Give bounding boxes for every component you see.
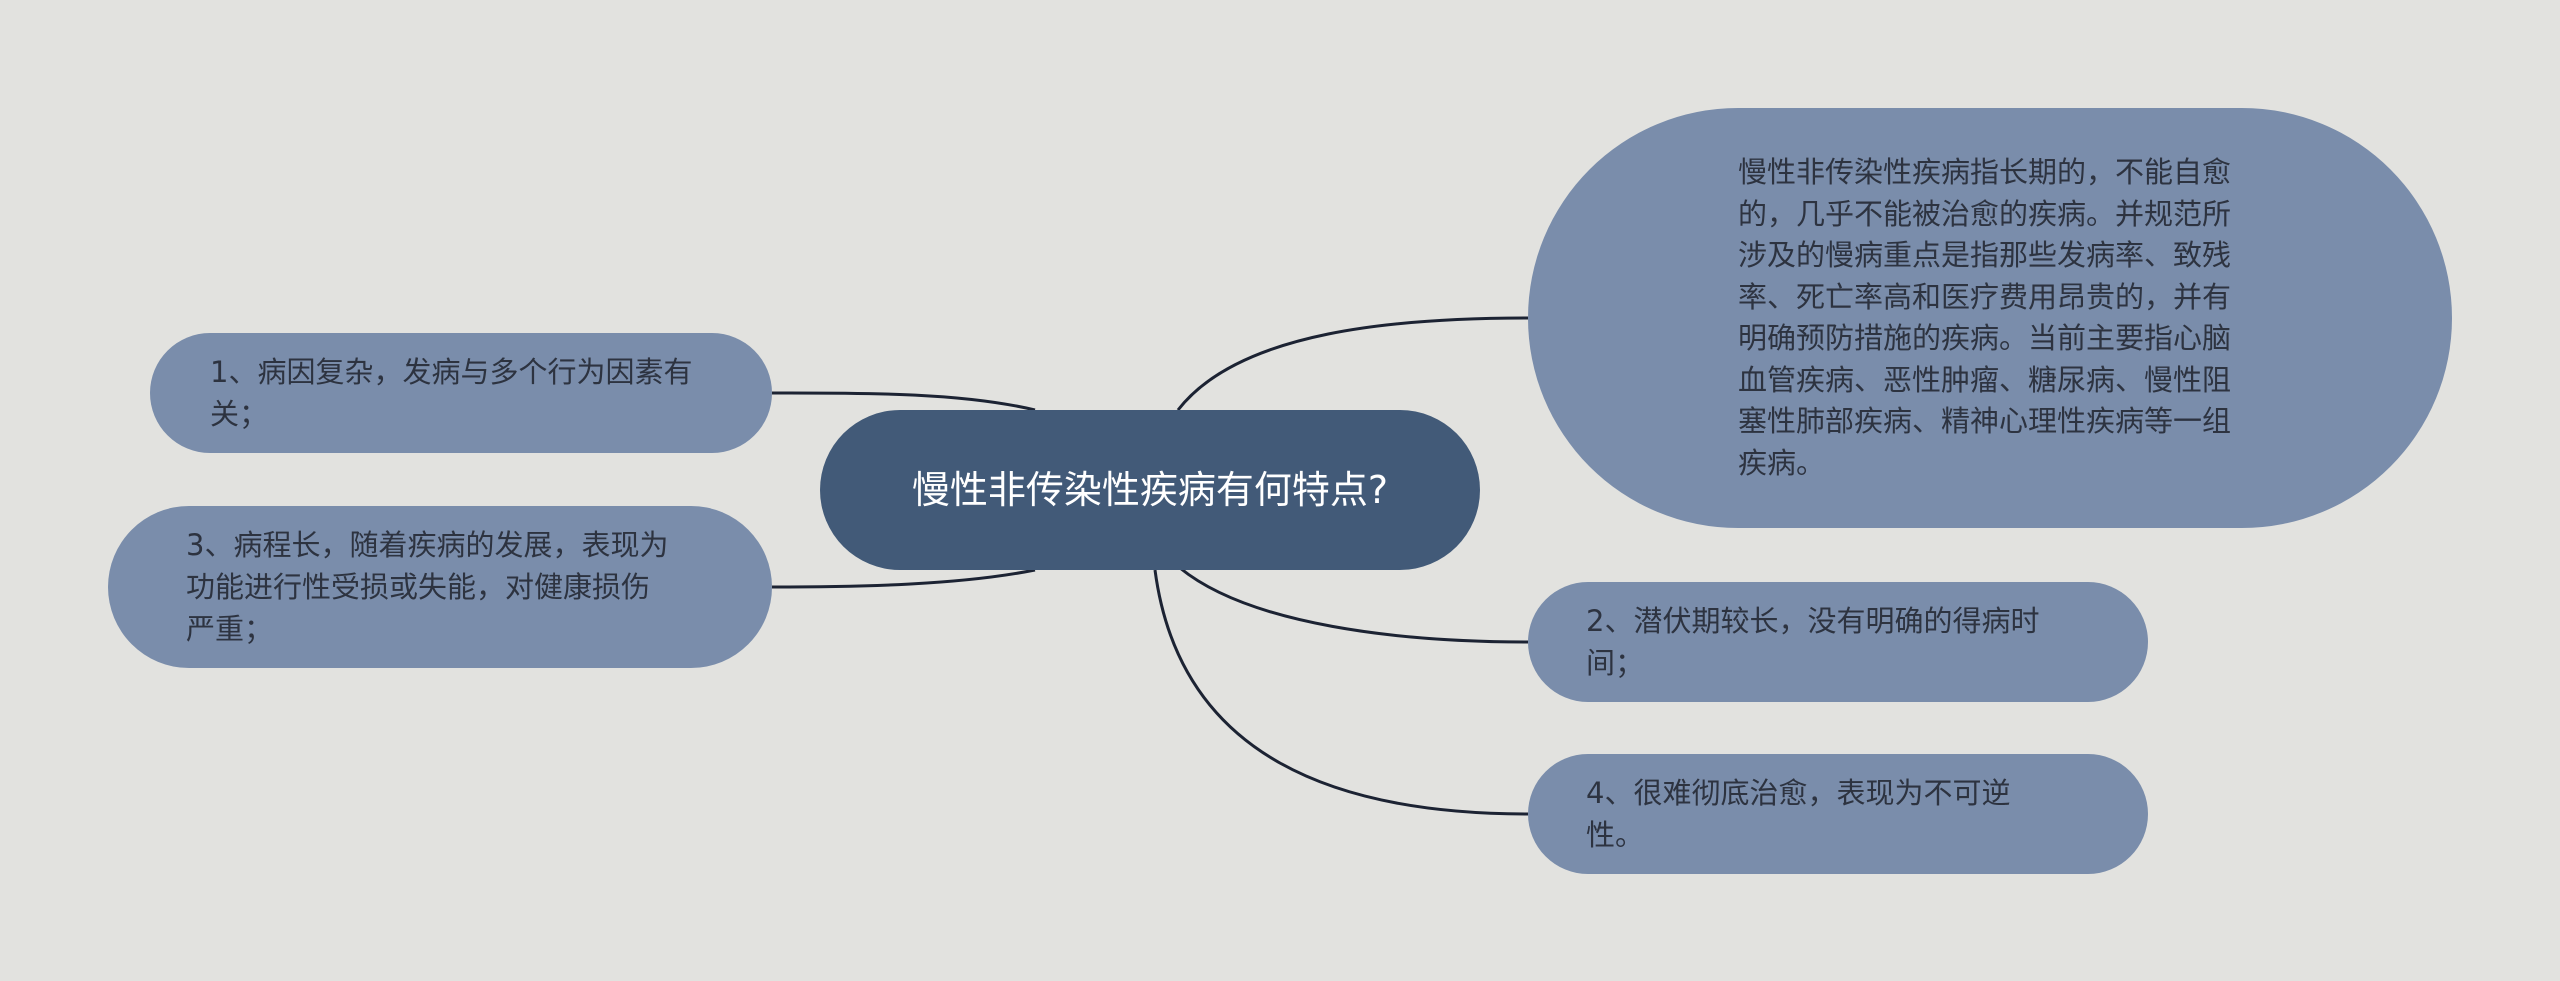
central-topic-text: 慢性非传染性疾病有何特点?: [911, 468, 1389, 512]
branch-text-point-4: 4、很难彻底治愈，表现为不可逆性。: [1586, 776, 2011, 852]
branch-text-definition: 慢性非传染性疾病指长期的，不能自愈的，几乎不能被治愈的疾病。并规范所涉及的慢病重…: [1738, 155, 2232, 480]
branch-node-definition[interactable]: 慢性非传染性疾病指长期的，不能自愈的，几乎不能被治愈的疾病。并规范所涉及的慢病重…: [1528, 108, 2452, 528]
connector-definition: [1176, 316, 1529, 411]
central-topic-node[interactable]: 慢性非传染性疾病有何特点?: [820, 410, 1480, 570]
connector-point-1: [771, 391, 1036, 412]
connector-point-2: [1179, 566, 1529, 644]
branch-node-point-1[interactable]: 1、病因复杂，发病与多个行为因素有关；: [150, 333, 772, 453]
connector-point-3: [771, 568, 1036, 589]
branch-text-point-3: 3、病程长，随着疾病的发展，表现为功能进行性受损或失能，对健康损伤严重；: [186, 528, 669, 646]
branch-text-point-1: 1、病因复杂，发病与多个行为因素有关；: [210, 355, 693, 431]
connector-point-4: [1153, 569, 1529, 816]
branch-text-point-2: 2、潜伏期较长，没有明确的得病时间；: [1586, 604, 2040, 680]
branch-node-point-2[interactable]: 2、潜伏期较长，没有明确的得病时间；: [1528, 582, 2148, 702]
branch-node-point-4[interactable]: 4、很难彻底治愈，表现为不可逆性。: [1528, 754, 2148, 874]
branch-node-point-3[interactable]: 3、病程长，随着疾病的发展，表现为功能进行性受损或失能，对健康损伤严重；: [108, 506, 772, 668]
